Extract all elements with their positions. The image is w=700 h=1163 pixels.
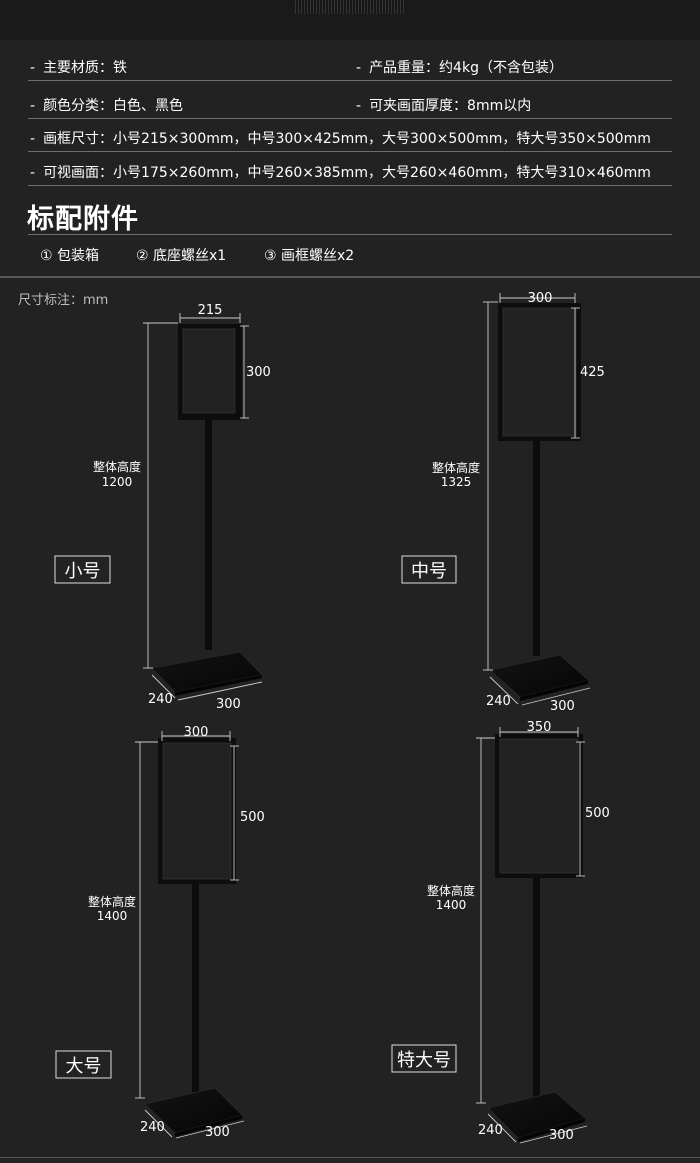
stand-medium-base-width: 300	[550, 699, 575, 714]
spec-divider	[28, 185, 672, 186]
spec-visible-area: -可视画面：小号175×260mm，中号260×385mm，大号260×460m…	[30, 165, 651, 181]
stand-small-base-width: 300	[216, 697, 241, 712]
stand-medium-height-label: 整体高度	[432, 460, 480, 475]
stand-large-frame-width: 300	[184, 725, 209, 740]
spec-colors-text: 颜色分类：白色、黑色	[43, 98, 184, 114]
spec-row-2: -颜色分类：白色、黑色 -可夹画面厚度：8mm以内	[28, 89, 672, 119]
stand-medium-dimensions	[483, 293, 591, 706]
accessories-divider	[28, 234, 672, 235]
stand-extra-large-height-label: 整体高度	[427, 883, 475, 898]
stand-medium-base-depth: 240	[486, 694, 511, 709]
spec-colors: -颜色分类：白色、黑色	[30, 98, 184, 114]
stand-small-size-badge: 小号	[54, 555, 111, 584]
accessories-title: 标配附件	[27, 204, 139, 235]
stand-extra-large-total-height: 1400	[436, 898, 467, 912]
stand-extra-large-size-label: 特大号	[397, 1050, 451, 1071]
stand-large-height-label: 整体高度	[88, 894, 136, 909]
stand-extra-large-frame-height: 500	[585, 806, 610, 821]
accessory-item-base-screw: ② 底座螺丝x1	[136, 248, 227, 264]
stand-medium-drawing	[489, 303, 589, 701]
stand-large-dimensions	[135, 731, 245, 1139]
stand-small-drawing	[151, 324, 263, 696]
spec-row-4: -可视画面：小号175×260mm，中号260×385mm，大号260×460m…	[28, 156, 672, 186]
header-decoration	[295, 0, 405, 14]
spec-material-text: 主要材质：铁	[43, 60, 128, 76]
size-badge-border	[54, 555, 111, 584]
dimension-note: 尺寸标注：mm	[18, 293, 109, 308]
spec-row-3: -画框尺寸：小号215×300mm，中号300×425mm，大号300×500m…	[28, 122, 672, 152]
stand-extra-large-base-width: 300	[549, 1128, 574, 1143]
stand-medium-frame-width: 300	[528, 291, 553, 306]
stand-large-frame-height: 500	[240, 810, 265, 825]
stand-small-height-label: 整体高度	[93, 459, 141, 474]
stand-small-frame-height: 300	[246, 365, 271, 380]
header-strip	[0, 0, 700, 40]
stand-large-base-width: 300	[205, 1125, 230, 1140]
spec-weight-text: 产品重量：约4kg（不含包装）	[369, 60, 563, 76]
stand-large-drawing	[144, 738, 243, 1137]
spec-row-1: -主要材质：铁 -产品重量：约4kg（不含包装）	[28, 51, 672, 81]
size-badge-border	[55, 1050, 112, 1079]
spec-divider	[28, 80, 672, 81]
stand-medium: 300 425 整体高度 1325 240 300 中号	[401, 291, 605, 714]
spec-divider	[28, 151, 672, 152]
spec-visible-area-text: 可视画面：小号175×260mm，中号260×385mm，大号260×460mm…	[43, 165, 651, 181]
stand-medium-total-height: 1325	[441, 475, 472, 489]
size-badge-border	[391, 1044, 457, 1073]
stand-small-base-depth: 240	[148, 692, 173, 707]
stand-small: 215 300 整体高度 1200 240 300 小号	[54, 303, 271, 712]
accessory-item-frame-screw: ③ 画框螺丝x2	[264, 248, 355, 264]
spec-divider	[28, 118, 672, 119]
stand-large-size-badge: 大号	[55, 1050, 112, 1079]
stand-extra-large-dimensions	[476, 727, 588, 1144]
spec-frame-size-text: 画框尺寸：小号215×300mm，中号300×425mm，大号300×500mm…	[43, 131, 651, 147]
stand-small-size-label: 小号	[65, 561, 101, 582]
stand-extra-large-frame-width: 350	[527, 720, 552, 735]
size-badge-border	[401, 555, 457, 584]
stand-large: 300 500 整体高度 1400 240 300 大号	[55, 725, 265, 1140]
spec-weight: -产品重量：约4kg（不含包装）	[356, 60, 563, 76]
spec-frame-size: -画框尺寸：小号215×300mm，中号300×425mm，大号300×500m…	[30, 131, 651, 147]
spec-thickness: -可夹画面厚度：8mm以内	[356, 98, 532, 114]
stand-large-total-height: 1400	[97, 909, 128, 923]
stand-medium-size-label: 中号	[411, 561, 447, 582]
stand-extra-large: 350 500 整体高度 1400 240 300 特大号	[391, 720, 610, 1144]
spec-thickness-text: 可夹画面厚度：8mm以内	[369, 98, 532, 114]
section-divider	[0, 276, 700, 278]
stand-extra-large-base-depth: 240	[478, 1123, 503, 1138]
stand-large-base-depth: 240	[140, 1120, 165, 1135]
stand-small-dimensions	[143, 313, 263, 701]
stand-large-size-label: 大号	[66, 1056, 102, 1077]
accessory-item-box: ① 包装箱	[40, 248, 100, 264]
stand-extra-large-size-badge: 特大号	[391, 1044, 457, 1073]
stand-small-frame-width: 215	[198, 303, 223, 318]
stand-small-total-height: 1200	[102, 475, 133, 489]
stand-medium-frame-height: 425	[580, 365, 605, 380]
bottom-divider	[0, 1157, 700, 1158]
stand-extra-large-drawing	[487, 734, 586, 1142]
spec-material: -主要材质：铁	[30, 60, 128, 76]
stand-medium-size-badge: 中号	[401, 555, 457, 584]
